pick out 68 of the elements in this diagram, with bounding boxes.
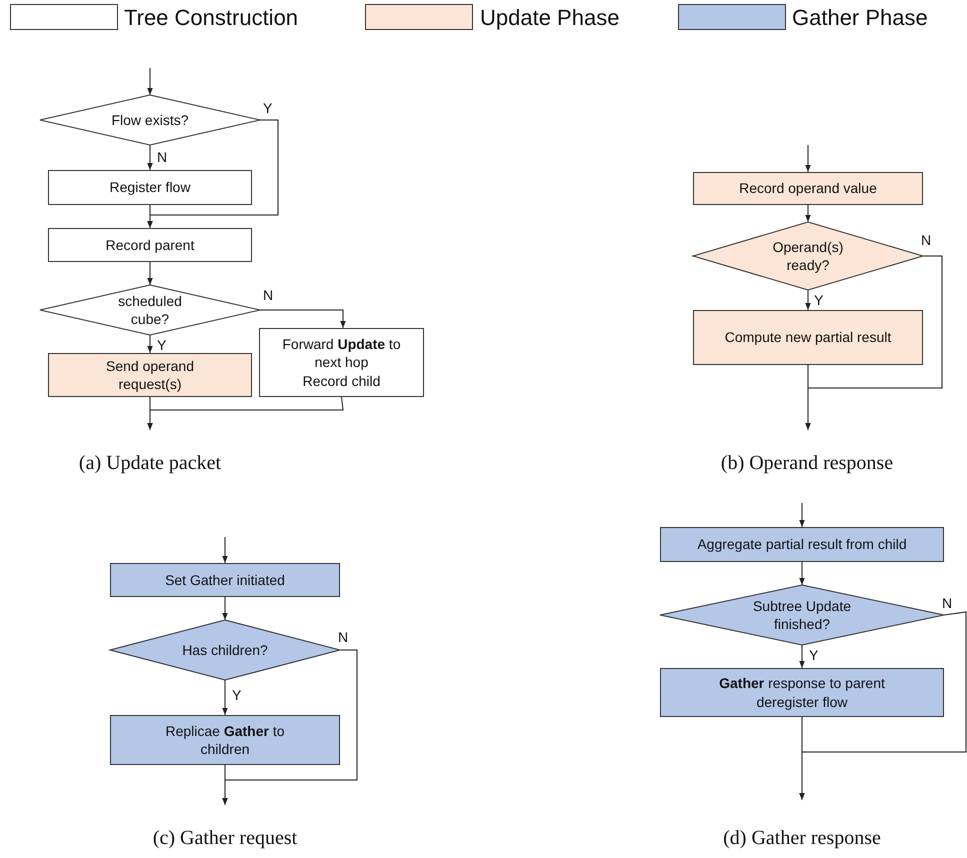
process-box: [693, 310, 923, 365]
arrow: [147, 396, 344, 430]
arrow: [222, 596, 228, 620]
edge-label: N: [337, 630, 350, 644]
process-box: [660, 668, 944, 717]
arrow: [222, 536, 228, 564]
edge-label: N: [941, 596, 954, 610]
decision-text: Subtree Update finished?: [752, 596, 852, 634]
step-text: Replicae Gather to children: [164, 722, 286, 758]
step-text: Send operand request(s): [105, 356, 195, 394]
decision-diamond: [110, 620, 340, 680]
step-text: Record parent: [106, 236, 194, 254]
legend-label: Update Phase: [480, 7, 620, 29]
process-box: [48, 353, 252, 397]
edge-label: N: [156, 150, 168, 164]
arrow: [799, 644, 805, 668]
arrow: [805, 290, 811, 310]
decision-text: Has children?: [182, 640, 268, 660]
process-box: [693, 172, 923, 205]
edge-label: Y: [262, 101, 274, 115]
step-text: Record child: [302, 372, 380, 390]
arrow: [805, 364, 811, 430]
step-text: Set Gather initiated: [165, 570, 285, 590]
step-text: deregister flow: [756, 692, 848, 711]
step-text: Register flow: [110, 178, 190, 197]
arrow: [799, 562, 805, 586]
arrow: [805, 144, 811, 172]
process-box: [110, 563, 340, 597]
step-text: Gather response to parent: [719, 674, 885, 692]
process-box: [48, 170, 252, 205]
decision-diamond: [40, 285, 260, 335]
step-text: Forward Update to next hop: [281, 335, 402, 372]
arrow: [147, 68, 153, 96]
arrow: [799, 502, 805, 528]
process-box: [259, 328, 424, 397]
decision-text: scheduled cube?: [117, 292, 183, 328]
arrow: [805, 204, 811, 222]
decision-diamond: [660, 585, 944, 645]
arrow: [147, 204, 153, 228]
subfigure-caption: (b) Operand response: [720, 452, 894, 475]
decision-text: Flow exists?: [111, 110, 189, 130]
step-text: Aggregate partial result from child: [697, 535, 907, 554]
decision-text: Operand(s) ready?: [772, 238, 844, 274]
arrow: [222, 764, 228, 806]
legend-label: Tree Construction: [124, 7, 298, 29]
process-box: [48, 228, 252, 262]
process-box: [110, 715, 340, 765]
arrow: [222, 680, 228, 716]
step-text: Compute new partial result: [724, 328, 892, 347]
process-box: [660, 527, 944, 562]
edge-label: Y: [813, 293, 824, 307]
decision-diamond: [693, 222, 923, 290]
decision-diamond: [40, 95, 260, 145]
subfigure-caption: (c) Gather request: [152, 827, 298, 850]
edge-label: Y: [156, 338, 168, 352]
step-text: Record operand value: [739, 179, 877, 198]
arrow: [147, 334, 153, 354]
edge-label: Y: [808, 648, 820, 662]
subfigure-caption: (d) Gather response: [723, 827, 881, 850]
arrow: [147, 262, 153, 286]
edge-label: N: [262, 288, 274, 302]
arrow: [799, 716, 805, 800]
edge-label: N: [920, 233, 932, 247]
edge-label: Y: [231, 688, 242, 702]
legend-label: Gather Phase: [792, 7, 928, 29]
arrow: [147, 144, 153, 170]
arrow: [260, 310, 346, 328]
subfigure-caption: (a) Update packet: [78, 452, 222, 475]
